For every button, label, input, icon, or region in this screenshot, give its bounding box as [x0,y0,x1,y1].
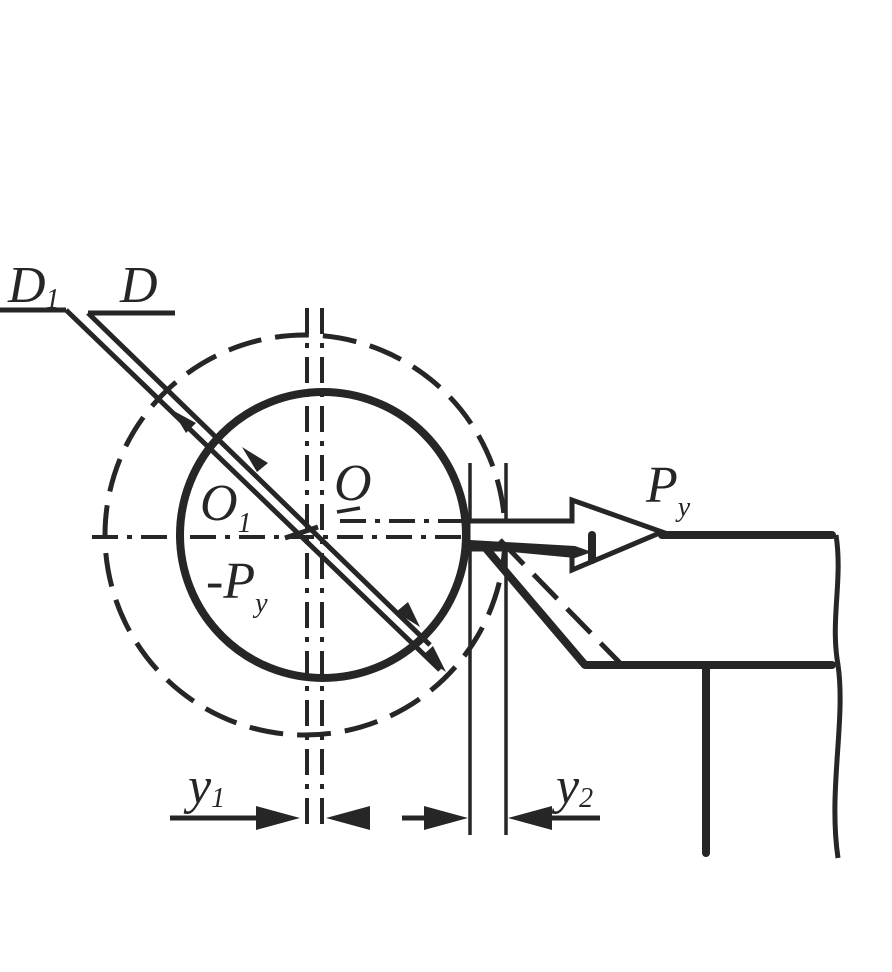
y2-dimension [402,806,600,830]
label-d1: D1 [7,257,60,315]
diameter-leaders [0,307,442,672]
neg-py-force-line [284,524,319,541]
py-contact-arrow [470,540,592,558]
label-y1: y1 [183,758,225,815]
o-center-tick [336,506,361,514]
horizontal-centerlines [92,519,470,539]
diagonal-arrowheads [172,410,446,672]
cutting-tool [479,531,843,859]
label-o: O [334,455,372,512]
label-d: D [119,257,158,314]
y1-dimension [170,806,370,830]
label-neg-py: -Py [206,553,268,619]
label-py: Py [645,457,691,523]
label-y2: y2 [551,758,593,815]
label-o1: O1 [200,475,252,539]
vertical-centerlines [305,308,324,832]
